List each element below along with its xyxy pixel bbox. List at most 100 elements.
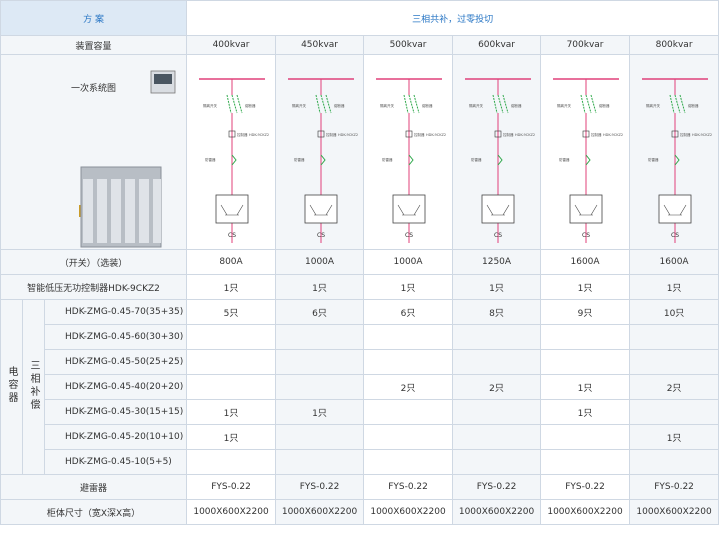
- capacitor-model: HDK-ZMG-0.45-60(30+30): [43, 324, 188, 350]
- capacitor-cell: 10只: [629, 299, 720, 325]
- controller-cell: 1只: [186, 274, 277, 300]
- breaker-symbol: [236, 94, 243, 114]
- switch-cell: 1600A: [540, 249, 631, 275]
- capacity-label: 装置容量: [0, 35, 188, 55]
- capacitor-cell: [275, 424, 365, 450]
- cabinet-cell: 1000X600X2200: [540, 499, 631, 525]
- cs-label: CS: [405, 232, 413, 239]
- cabinet-cell: 1000X600X2200: [629, 499, 720, 525]
- capacitor-cell: 9只: [540, 299, 631, 325]
- capacity-cell: 700kvar: [540, 35, 631, 55]
- switch-cell: 1000A: [363, 249, 454, 275]
- capacitor-row: HDK-ZMG-0.45-40(20+20) 2只 2只 1只 2只: [1, 374, 720, 400]
- breaker-symbol: [580, 94, 586, 114]
- capacitor-box: [304, 194, 338, 224]
- capacitor-model: HDK-ZMG-0.45-10(5+5): [43, 449, 188, 475]
- controller-cell: 1只: [275, 274, 365, 300]
- breaker-symbol: [408, 94, 415, 114]
- capacitor-cell: [186, 449, 277, 475]
- breaker-symbol: [325, 94, 332, 114]
- arrester-cell: FYS-0.22: [452, 474, 542, 500]
- capacitor-symbol: [220, 204, 244, 216]
- capacitor-cell: [186, 374, 277, 400]
- breaker-symbol: [590, 94, 597, 114]
- ct-box: [582, 130, 590, 138]
- capacitor-cell: [629, 449, 720, 475]
- cs-label: CS: [582, 232, 590, 239]
- arrester-symbol: [320, 154, 326, 166]
- capacitor-cell: 5只: [186, 299, 277, 325]
- arrester-cell: FYS-0.22: [363, 474, 454, 500]
- arrester-cell: FYS-0.22: [275, 474, 365, 500]
- switch-cell: 1250A: [452, 249, 542, 275]
- diagram-tag: 隔离开关: [203, 103, 217, 108]
- capacity-row: 装置容量 400kvar 450kvar 500kvar 600kvar 700…: [0, 35, 720, 55]
- scheme-title: 三相共补，过零投切: [186, 0, 720, 36]
- diagram-tag: 控制器: [680, 132, 691, 137]
- switch-cell: 800A: [186, 249, 277, 275]
- capacitor-cell: [275, 374, 365, 400]
- controller-cell: 1只: [540, 274, 631, 300]
- arrester-symbol: [497, 154, 503, 166]
- diagram-tag: HDK-9CKZ2: [603, 133, 623, 137]
- capacitor-cell: [540, 424, 631, 450]
- ct-box: [494, 130, 502, 138]
- capacitor-cell: [540, 349, 631, 375]
- cabinet-cell: 1000X600X2200: [363, 499, 454, 525]
- capacitor-cell: 1只: [186, 424, 277, 450]
- capacitor-cell: 6只: [363, 299, 454, 325]
- breaker-symbol: [502, 94, 509, 114]
- diagram-tag: 熔断器: [511, 103, 522, 108]
- capacitor-cell: [186, 349, 277, 375]
- diagram-tag: 熔断器: [245, 103, 256, 108]
- cs-label: CS: [494, 232, 502, 239]
- capacitor-cell: [363, 424, 454, 450]
- system-diagram-label-cell: 一次系统图: [0, 54, 188, 250]
- capacity-cell: 400kvar: [186, 35, 277, 55]
- ct-box: [405, 130, 413, 138]
- capacitor-row: HDK-ZMG-0.45-10(5+5): [1, 449, 720, 475]
- arrester-symbol: [408, 154, 414, 166]
- diagram-tag: 控制器: [503, 132, 514, 137]
- breaker-symbol: [497, 94, 504, 114]
- capacitor-cell: [186, 324, 277, 350]
- capacitor-symbol: [397, 204, 421, 216]
- diagram-tag: HDK-9CKZ2: [426, 133, 446, 137]
- capacitor-cell: [275, 349, 365, 375]
- ct-box: [671, 130, 679, 138]
- capacitor-cell: [452, 324, 542, 350]
- switch-cell: 1600A: [629, 249, 720, 275]
- arrester-cell: FYS-0.22: [186, 474, 277, 500]
- breaker-symbol: [674, 94, 681, 114]
- cabinet-illustration: [78, 70, 175, 248]
- capacitor-model: HDK-ZMG-0.45-40(20+20): [43, 374, 188, 400]
- diagram-tag: 隔离开关: [469, 103, 483, 108]
- cs-label: CS: [317, 232, 325, 239]
- diagram-tag: 隔离开关: [380, 103, 394, 108]
- capacitor-cell: [363, 399, 454, 425]
- diagram-tag: 控制器: [414, 132, 425, 137]
- capacitor-cell: [452, 399, 542, 425]
- breaker-symbol: [403, 94, 409, 114]
- ct-box: [317, 130, 325, 138]
- breaker-symbol: [320, 94, 327, 114]
- capacitor-model: HDK-ZMG-0.45-20(10+10): [43, 424, 188, 450]
- controller-screen: [153, 74, 172, 84]
- switch-row: （开关）（选装） 800A 1000A 1000A 1250A 1600A 16…: [0, 249, 720, 275]
- capacitor-cell: 1只: [540, 374, 631, 400]
- diagram-tag: 隔离开关: [646, 103, 660, 108]
- capacitor-box: [481, 194, 515, 224]
- capacitor-cell: 1只: [275, 399, 365, 425]
- capacitor-box: [569, 194, 603, 224]
- breaker-symbol: [669, 94, 675, 114]
- capacitor-cell: [452, 349, 542, 375]
- diagram-tag: 防雷器: [648, 157, 659, 162]
- capacitor-cell: [540, 324, 631, 350]
- cabinet-cell: 1000X600X2200: [275, 499, 365, 525]
- capacitor-cell: [540, 449, 631, 475]
- capacitor-symbol: [486, 204, 510, 216]
- capacitor-cell: [629, 324, 720, 350]
